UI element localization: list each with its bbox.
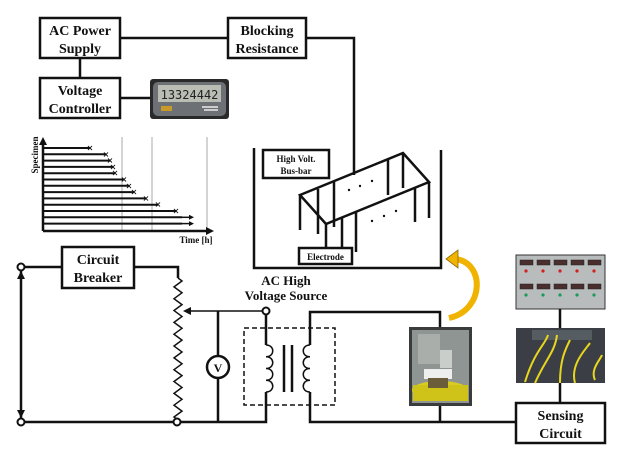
panel-meter xyxy=(536,283,551,290)
failure-mark-icon: × xyxy=(107,156,114,165)
hv-source-label-line2: Voltage Source xyxy=(245,288,328,303)
failure-mark-icon: × xyxy=(131,188,138,197)
blocking-resistance-line1: Blocking xyxy=(241,24,294,39)
timer-display-photo: 13324442 xyxy=(150,79,229,119)
sensing-circuit-line2: Circuit xyxy=(539,427,582,442)
transformer-enclosure xyxy=(243,327,336,406)
panel-meter xyxy=(570,259,585,266)
panel-meter xyxy=(553,259,568,266)
panel-indicator-light xyxy=(541,269,545,273)
panel-meter xyxy=(536,259,551,266)
electrode-legs xyxy=(298,153,431,252)
curved-arrow-icon xyxy=(445,249,480,321)
oil-beaker-photo xyxy=(409,327,472,406)
voltage-controller-line2: Controller xyxy=(49,102,112,117)
failure-mark-icon: × xyxy=(103,150,110,159)
y-axis-label: Specimen xyxy=(30,137,40,174)
busbar-label-line2: Bus-bar xyxy=(280,166,311,176)
circuit-breaker-line1: Circuit xyxy=(77,253,120,268)
timer-readout: 13324442 xyxy=(161,88,219,102)
test-tank: High Volt. Bus-bar Electrode xyxy=(252,148,443,270)
failure-mark-icon: × xyxy=(155,200,162,209)
blocking-resistance-line2: Resistance xyxy=(236,42,299,57)
panel-indicator-light xyxy=(558,293,562,297)
panel-indicator-light xyxy=(592,293,596,297)
transformer-secondary-coil xyxy=(302,344,311,393)
top-wiring xyxy=(78,36,356,175)
busbar-label-line1: High Volt. xyxy=(276,154,315,164)
failure-mark-icon: × xyxy=(87,144,94,153)
panel-indicator-light xyxy=(575,293,579,297)
rheostat-coil xyxy=(172,277,184,421)
panel-meter xyxy=(553,283,568,290)
primary-circuit: V xyxy=(16,262,516,427)
blocking-resistance-block: Blocking Resistance xyxy=(226,16,308,60)
censored-arrow-icon xyxy=(189,214,194,220)
failure-mark-icon: × xyxy=(112,169,119,178)
panel-indicator-light xyxy=(575,269,579,273)
inset-failure-time-plot: Specimen Time [h] ××××××××××× xyxy=(30,137,214,245)
failure-mark-icon: × xyxy=(126,181,133,190)
ac-power-supply-line1: AC Power xyxy=(49,24,111,39)
electrode-label: Electrode xyxy=(307,252,344,262)
terminals xyxy=(16,262,271,427)
failure-mark-icon: × xyxy=(173,207,180,216)
ellipsis-dots xyxy=(347,179,398,223)
panel-indicator-light xyxy=(524,269,528,273)
panel-indicator-light xyxy=(541,293,545,297)
panel-meter xyxy=(519,283,534,290)
wiring-board-photo xyxy=(516,328,605,384)
panel-indicator-light xyxy=(592,269,596,273)
panel-meter xyxy=(570,283,585,290)
circuit-breaker-line2: Breaker xyxy=(74,271,123,286)
failure-mark-icon: × xyxy=(143,194,150,203)
failure-mark-icon: × xyxy=(121,175,128,184)
sensing-circuit-line1: Sensing xyxy=(538,409,584,424)
sensing-circuit-block: Sensing Circuit xyxy=(514,401,607,445)
failure-mark-icon: × xyxy=(110,162,117,171)
ac-power-supply-line2: Supply xyxy=(59,42,101,57)
x-axis-label: Time [h] xyxy=(179,235,212,245)
panel-meter xyxy=(587,283,602,290)
panel-meter xyxy=(587,259,602,266)
transformer-primary-coil xyxy=(265,344,274,393)
circuit-breaker-block: Circuit Breaker xyxy=(60,245,136,290)
voltage-controller-line1: Voltage xyxy=(58,84,103,99)
voltmeter-icon xyxy=(205,354,231,380)
panel-meter xyxy=(519,259,534,266)
panel-indicator-light xyxy=(524,293,528,297)
censored-arrow-icon xyxy=(189,221,194,227)
hv-source-label-line1: AC High xyxy=(261,273,311,288)
voltmeter-label: V xyxy=(214,361,223,375)
panel-indicator-light xyxy=(558,269,562,273)
voltage-controller-block: Voltage Controller xyxy=(38,76,122,120)
display-panel-photo xyxy=(515,254,606,310)
ac-power-supply-block: AC Power Supply xyxy=(38,16,122,60)
